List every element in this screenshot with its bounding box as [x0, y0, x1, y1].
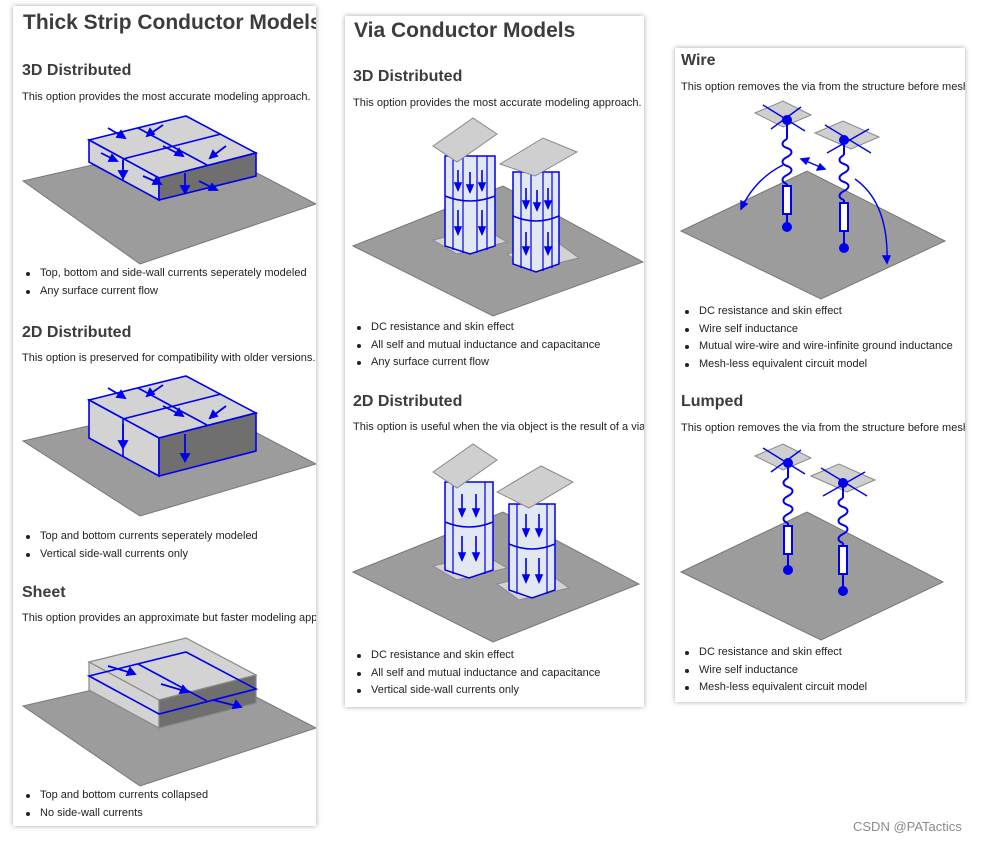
- list-item: Top, bottom and side-wall currents seper…: [22, 265, 307, 283]
- section-description: This option removes the via from the str…: [681, 81, 965, 93]
- section-heading: Lumped: [681, 393, 744, 410]
- section-heading: 3D Distributed: [22, 62, 132, 79]
- list-item: Vertical side-wall currents only: [22, 546, 258, 564]
- list-item: Vertical side-wall currents only: [353, 682, 600, 700]
- bullet-list: Top and bottom currents seperately model…: [22, 528, 258, 563]
- list-item: All self and mutual inductance and capac…: [353, 665, 600, 683]
- section-description: This option provides the most accurate m…: [22, 91, 311, 103]
- section-description: This option is preserved for compatibili…: [22, 352, 316, 364]
- bullet-list: DC resistance and skin effect Wire self …: [681, 303, 953, 373]
- bullet-list: Top, bottom and side-wall currents seper…: [22, 265, 307, 300]
- section-description: This option removes the via from the str…: [681, 422, 965, 434]
- section-heading: 2D Distributed: [22, 324, 132, 341]
- list-item: DC resistance and skin effect: [353, 319, 600, 337]
- panel-title: Thick Strip Conductor Models: [23, 11, 316, 34]
- thick-2d-figure: [21, 375, 316, 517]
- list-item: DC resistance and skin effect: [353, 647, 600, 665]
- list-item: Any surface current flow: [22, 283, 307, 301]
- section-description: This option provides an approximate but …: [22, 612, 316, 624]
- list-item: Wire self inductance: [681, 662, 867, 680]
- panel-title: Via Conductor Models: [354, 19, 576, 42]
- section-heading: Wire: [681, 52, 716, 69]
- watermark: CSDN @PATactics: [853, 819, 962, 834]
- list-item: Mesh-less equivalent circuit model: [681, 356, 953, 374]
- list-item: Any surface current flow: [353, 354, 600, 372]
- list-item: All self and mutual inductance and capac…: [353, 337, 600, 355]
- thick-3d-figure: [21, 115, 316, 265]
- wire-lumped-panel: Wire This option removes the via from th…: [675, 48, 965, 702]
- section-heading: 2D Distributed: [353, 393, 463, 410]
- list-item: Mesh-less equivalent circuit model: [681, 679, 867, 697]
- list-item: Top and bottom currents seperately model…: [22, 528, 258, 546]
- list-item: DC resistance and skin effect: [681, 303, 953, 321]
- bullet-list: DC resistance and skin effect Wire self …: [681, 644, 867, 697]
- bullet-list: Top and bottom currents collapsed No sid…: [22, 787, 208, 822]
- via-3d-figure: [351, 117, 644, 317]
- list-item: Top and bottom currents collapsed: [22, 787, 208, 805]
- section-heading: 3D Distributed: [353, 68, 463, 85]
- bullet-list: DC resistance and skin effect All self a…: [353, 319, 600, 372]
- lumped-figure: [679, 443, 945, 641]
- sheet-figure: [21, 637, 316, 787]
- wire-figure: [679, 100, 947, 300]
- section-heading: Sheet: [22, 584, 66, 601]
- via-2d-figure: [351, 443, 641, 643]
- via-panel: Via Conductor Models 3D Distributed This…: [345, 16, 644, 707]
- thick-strip-panel: Thick Strip Conductor Models 3D Distribu…: [13, 6, 316, 826]
- section-description: This option is useful when the via objec…: [353, 421, 644, 433]
- list-item: Mutual wire-wire and wire-infinite groun…: [681, 338, 953, 356]
- bullet-list: DC resistance and skin effect All self a…: [353, 647, 600, 700]
- list-item: DC resistance and skin effect: [681, 644, 867, 662]
- list-item: No side-wall currents: [22, 805, 208, 823]
- list-item: Wire self inductance: [681, 321, 953, 339]
- section-description: This option provides the most accurate m…: [353, 97, 642, 109]
